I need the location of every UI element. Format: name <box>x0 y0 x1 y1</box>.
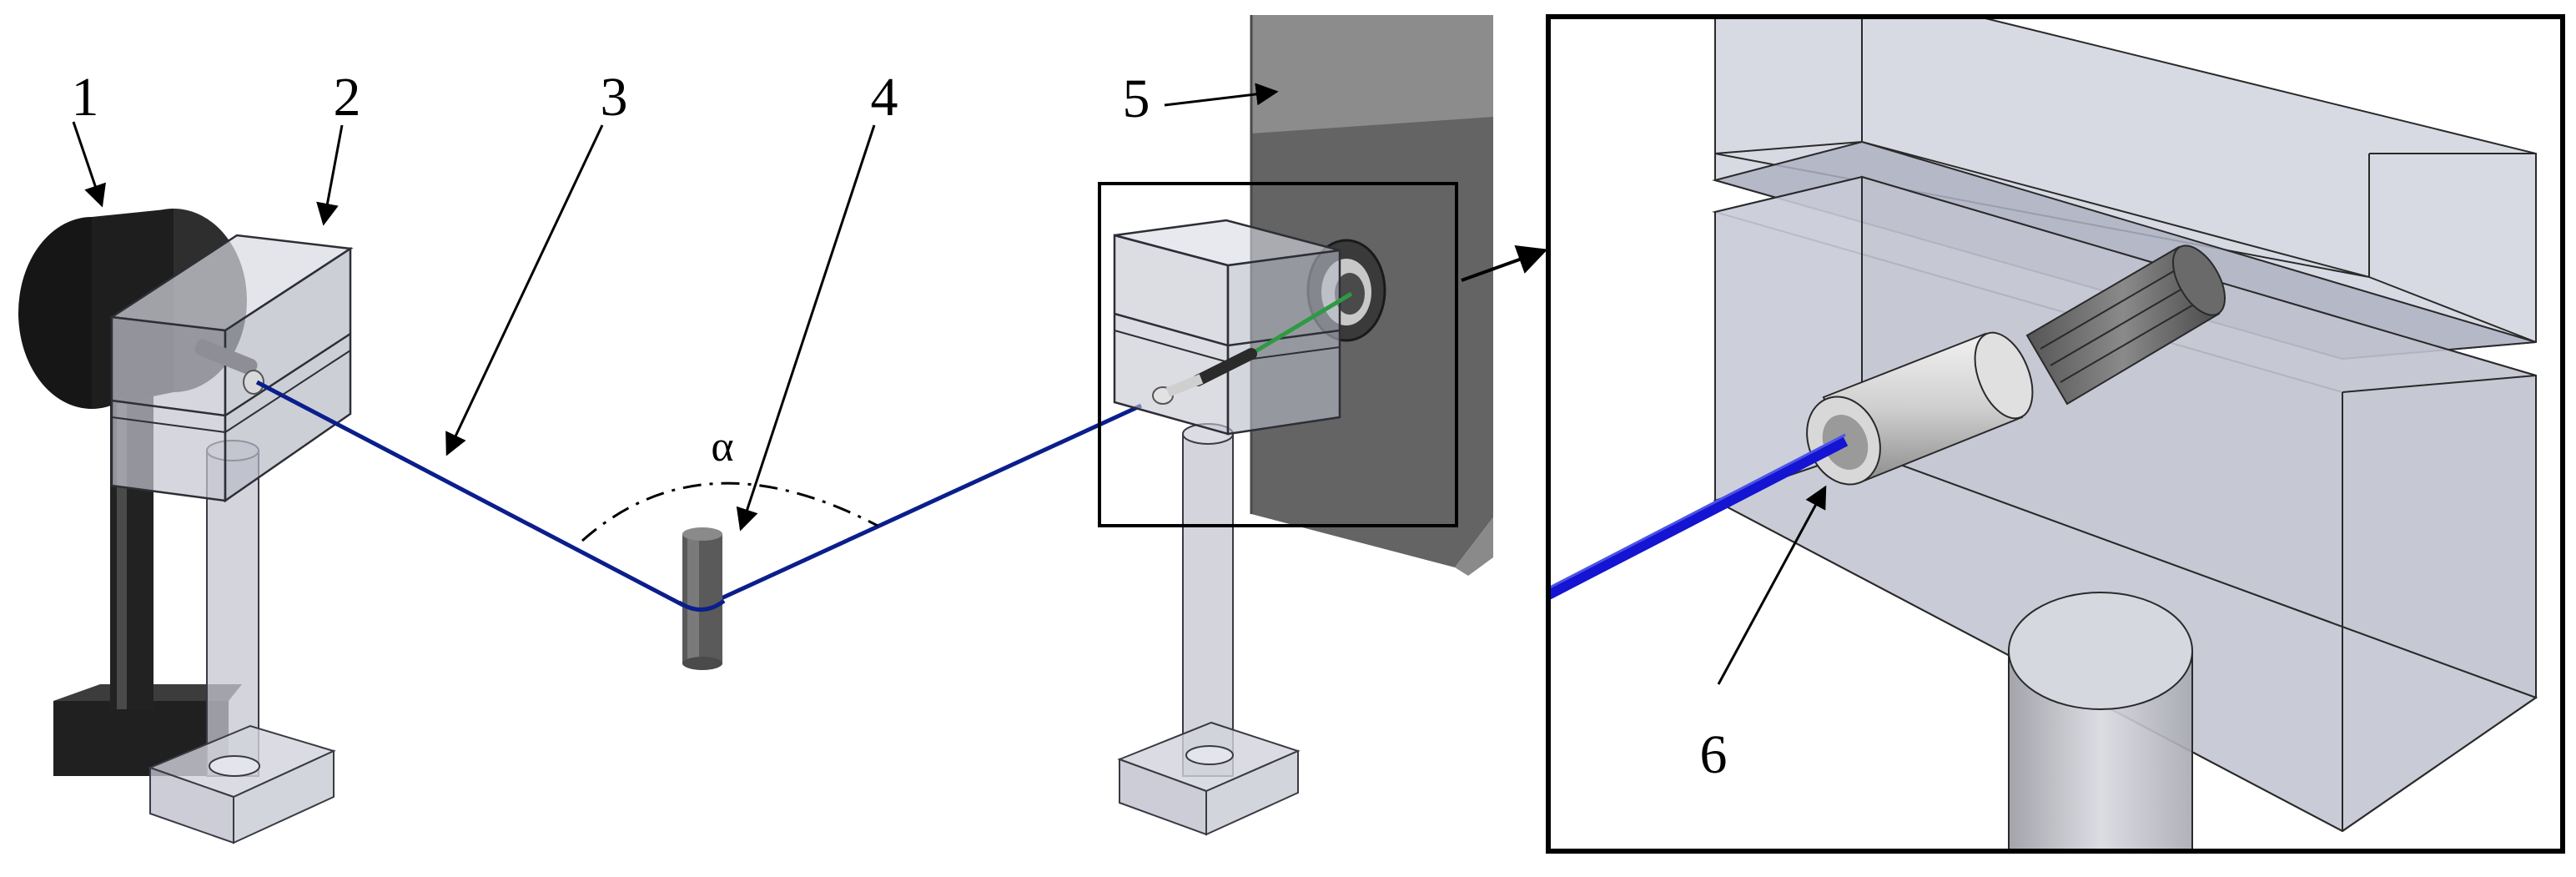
arrow-3 <box>445 124 604 456</box>
right-post <box>1117 423 1301 836</box>
label-alpha: α <box>711 423 733 471</box>
right-connector <box>1192 348 1257 386</box>
label-2: 2 <box>334 67 361 128</box>
green-fiber-right <box>1250 291 1353 356</box>
label-1: 1 <box>72 67 99 128</box>
arrow-2 <box>316 124 344 226</box>
label-5: 5 <box>1123 68 1150 129</box>
left-fiber-holder <box>108 234 354 503</box>
label-4: 4 <box>871 67 898 128</box>
label-3: 3 <box>601 67 628 128</box>
arrow-4 <box>736 124 876 532</box>
inset-fiber <box>1545 435 1849 600</box>
left-connector <box>194 339 258 375</box>
label-6: 6 <box>1700 724 1728 785</box>
arrow-6 <box>1717 485 1827 685</box>
arrow-5 <box>1164 83 1279 107</box>
inset-frame <box>1546 14 2565 854</box>
left-post <box>148 440 336 844</box>
bending-rod <box>682 527 722 670</box>
inset-detail <box>1545 16 2563 852</box>
zoom-arrow <box>1461 245 1548 282</box>
right-fiber-holder <box>1113 219 1341 436</box>
fiber-wrap <box>677 598 726 612</box>
zoom-region-box <box>1098 182 1458 527</box>
arrow-1 <box>72 121 106 208</box>
angle-arc <box>581 481 878 542</box>
